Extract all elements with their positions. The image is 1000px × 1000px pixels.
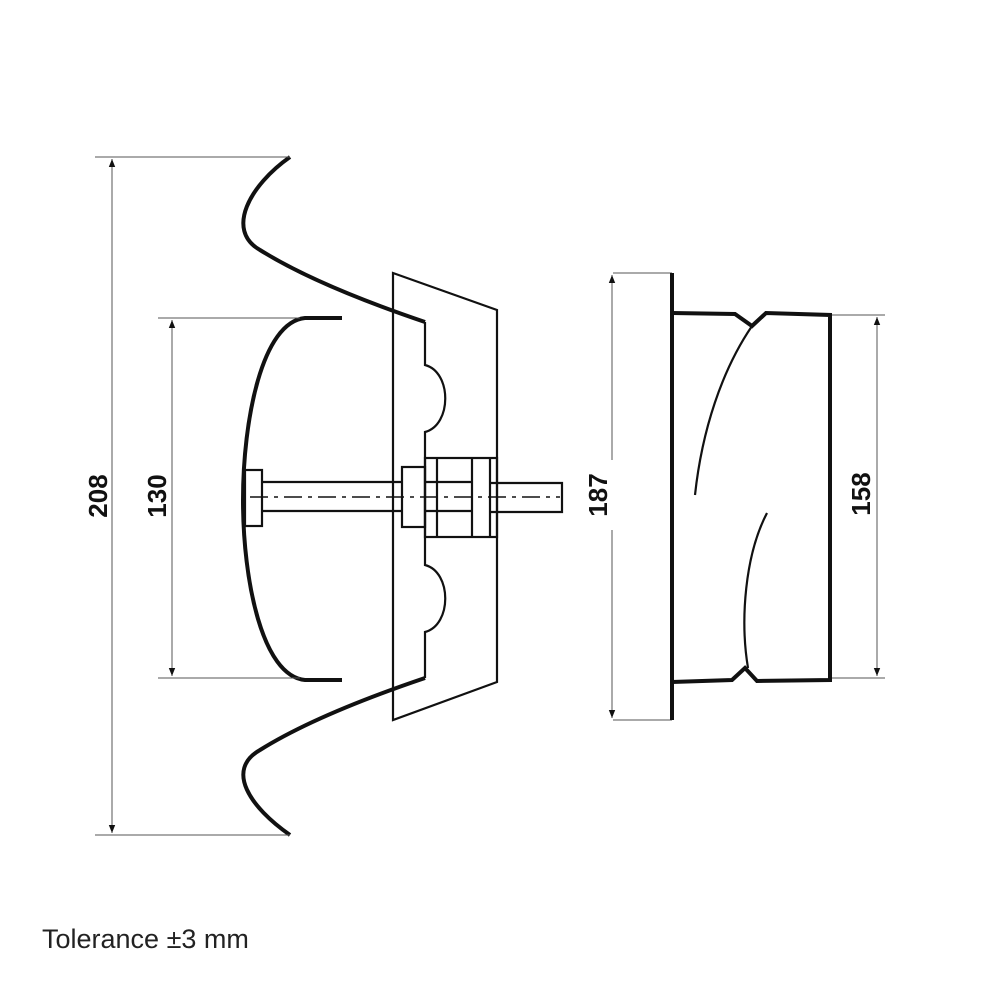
bolt-end bbox=[490, 481, 564, 514]
tube-curve-lower bbox=[743, 512, 768, 669]
front-view bbox=[613, 272, 832, 721]
dimension-130: 130 bbox=[142, 317, 300, 679]
side-section-view bbox=[240, 155, 564, 837]
bolt-shaft bbox=[262, 480, 402, 513]
dim-label-208: 208 bbox=[83, 474, 113, 517]
tolerance-note: Tolerance ±3 mm bbox=[42, 924, 249, 954]
dimension-158: 158 bbox=[832, 314, 885, 679]
flange-outline bbox=[613, 272, 672, 721]
tube-curve-upper bbox=[693, 325, 753, 496]
tube-outline bbox=[671, 310, 832, 684]
wall-wave-top bbox=[241, 155, 426, 324]
inner-bowl bbox=[240, 316, 342, 682]
dim-label-158: 158 bbox=[846, 472, 876, 515]
dim-label-187: 187 bbox=[583, 473, 613, 516]
dimension-187: 187 bbox=[583, 275, 626, 718]
stepped-profile bbox=[423, 322, 447, 678]
wall-wave-bottom bbox=[241, 676, 426, 837]
dimension-208: 208 bbox=[83, 156, 290, 836]
dim-label-130: 130 bbox=[142, 474, 172, 517]
flange-plate bbox=[391, 271, 499, 722]
bolt-head bbox=[243, 468, 264, 528]
